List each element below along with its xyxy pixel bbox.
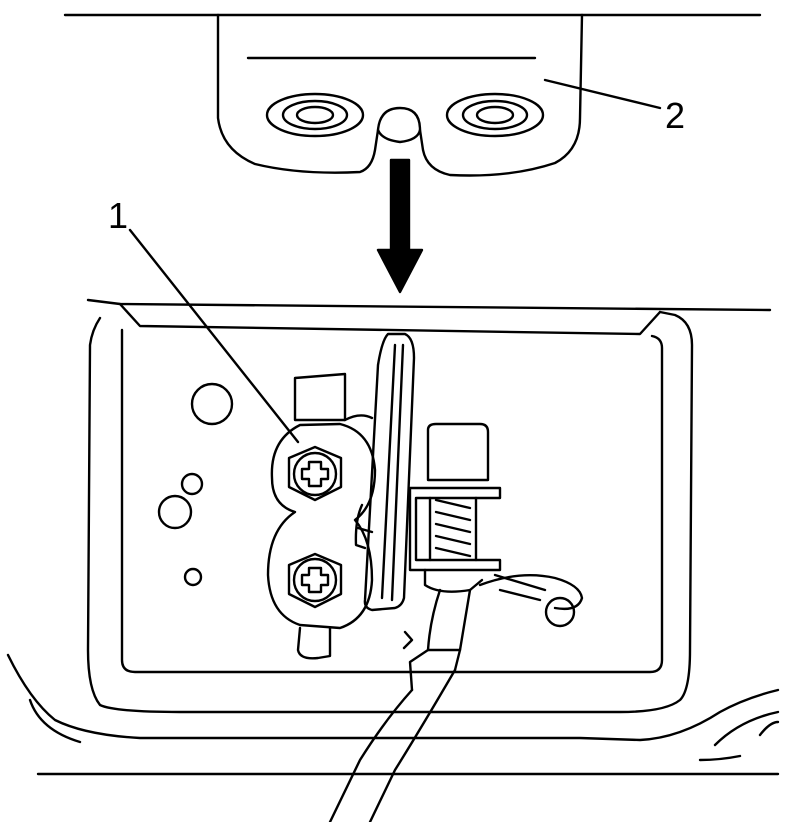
panel-lower-left xyxy=(28,698,82,744)
bracket-top-curve xyxy=(343,414,374,422)
switch-bracket xyxy=(408,486,502,572)
panel-inner-opening xyxy=(120,328,664,674)
cable-connector-right xyxy=(453,588,472,672)
latch-catch-detail xyxy=(356,526,374,534)
bracket-bottom-tab xyxy=(296,626,332,660)
cable-right-edge xyxy=(368,668,457,822)
striker-right-hole xyxy=(445,92,545,138)
switch-wire-twist xyxy=(493,573,547,602)
lock-bracket xyxy=(266,372,377,660)
switch-terminal xyxy=(423,568,484,593)
leader-line-2 xyxy=(543,78,662,110)
latch-catch xyxy=(354,503,367,550)
switch-spring-guides xyxy=(428,496,478,562)
upper-screw xyxy=(287,445,343,502)
cable-connector-left xyxy=(408,588,442,692)
panel-lower-right-lip xyxy=(758,720,780,737)
panel-outer-opening xyxy=(86,310,694,714)
door-panel xyxy=(6,298,780,776)
cable-clip xyxy=(402,630,414,650)
door-switch xyxy=(408,422,584,628)
striker-body-outline xyxy=(216,13,584,177)
switch-spring xyxy=(434,498,472,558)
cable xyxy=(328,588,472,822)
switch-cap xyxy=(426,422,490,482)
panel-lower-curve xyxy=(6,653,780,742)
lower-screw xyxy=(287,552,343,609)
direction-arrow xyxy=(376,158,424,294)
latch-slot-inner-line-2 xyxy=(390,343,405,602)
cable-left-edge xyxy=(328,688,414,822)
bracket-top-tab xyxy=(293,372,347,422)
panel-top-inner xyxy=(118,302,662,336)
striker-plate xyxy=(63,13,762,177)
latch-slot-outer xyxy=(363,332,416,612)
panel-holes xyxy=(157,382,234,587)
striker-left-hole xyxy=(265,92,365,138)
leader-line-1 xyxy=(128,228,300,444)
bracket-plate xyxy=(266,422,377,630)
switch-ground-nub xyxy=(544,596,576,628)
switch-wire-loop xyxy=(478,574,584,611)
panel-lower-seam xyxy=(698,754,742,762)
callout-2: 2 xyxy=(665,95,685,136)
latch-slot-inner-line xyxy=(380,343,397,600)
panel-lower-right xyxy=(713,710,780,747)
callout-1: 1 xyxy=(108,195,128,236)
latch-slot xyxy=(354,332,416,612)
striker-pin xyxy=(376,106,422,144)
